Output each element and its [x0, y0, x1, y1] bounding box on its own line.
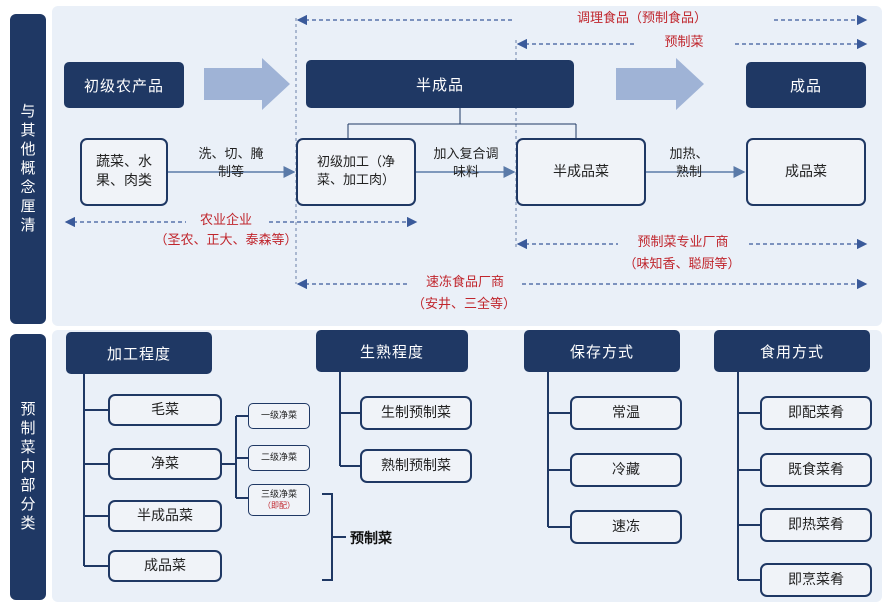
usage-item-3: 即热菜肴 — [760, 508, 872, 542]
range-prepared-label: 预制菜 — [636, 34, 732, 53]
bracket-label: 预制菜 — [350, 531, 392, 547]
sub-item-2: 二级净菜 — [248, 445, 310, 471]
sub-item-3-label: 三级净菜 — [260, 489, 297, 500]
cooking-item-2: 熟制预制菜 — [360, 449, 472, 483]
range-agri-examples: （圣农、正大、泰森等） — [154, 233, 298, 248]
big-arrow-2 — [616, 58, 704, 110]
cooking-item-1: 生制预制菜 — [360, 396, 472, 430]
node-raw: 蔬菜、水果、肉类 — [80, 138, 168, 206]
usage-item-4: 即烹菜肴 — [760, 563, 872, 597]
sidebar-top: 与其他概念厘清 — [10, 14, 46, 324]
arrow2-label: 加入复合调味料 — [433, 147, 499, 181]
arrow3-label: 加热、熟制 — [669, 147, 709, 181]
range-maker-examples: （味知香、聪厨等） — [623, 257, 741, 272]
node-primary: 初级加工（净菜、加工肉） — [296, 138, 416, 206]
cat-processing-title: 加工程度 — [66, 332, 212, 374]
cat-storage-title: 保存方式 — [524, 330, 680, 372]
cat-cooking-title: 生熟程度 — [316, 330, 468, 372]
band-semi: 半成品 — [306, 60, 574, 108]
sub-item-3-note: （即配） — [263, 500, 295, 510]
arrow1-label: 洗、切、腌制等 — [198, 147, 264, 181]
node-semi: 半成品菜 — [516, 138, 646, 206]
sidebar-bottom: 预制菜内部分类 — [10, 334, 46, 600]
range-seasoned-label: 调理食品（预制食品） — [512, 10, 772, 29]
usage-item-2: 既食菜肴 — [760, 453, 872, 487]
range-maker-title: 预制菜专业厂商 — [618, 234, 748, 253]
storage-item-1: 常温 — [570, 396, 682, 430]
processing-item-4: 成品菜 — [108, 550, 222, 582]
cat-usage-title: 食用方式 — [714, 330, 870, 372]
big-arrow-1 — [204, 58, 290, 110]
band-final: 成品 — [746, 62, 866, 108]
processing-item-2: 净菜 — [108, 448, 222, 480]
storage-item-2: 冷藏 — [570, 453, 682, 487]
usage-item-1: 即配菜肴 — [760, 396, 872, 430]
node-final: 成品菜 — [746, 138, 866, 206]
sub-item-3: 三级净菜 （即配） — [248, 484, 310, 516]
range-agri-title: 农业企业 — [186, 212, 266, 231]
range-frozen-examples: （安井、三全等） — [411, 297, 516, 312]
processing-item-3: 半成品菜 — [108, 500, 222, 532]
processing-item-1: 毛菜 — [108, 394, 222, 426]
range-frozen-title: 速冻食品厂商 — [410, 274, 520, 293]
storage-item-3: 速冻 — [570, 510, 682, 544]
band-raw: 初级农产品 — [64, 62, 184, 108]
sub-item-1: 一级净菜 — [248, 403, 310, 429]
